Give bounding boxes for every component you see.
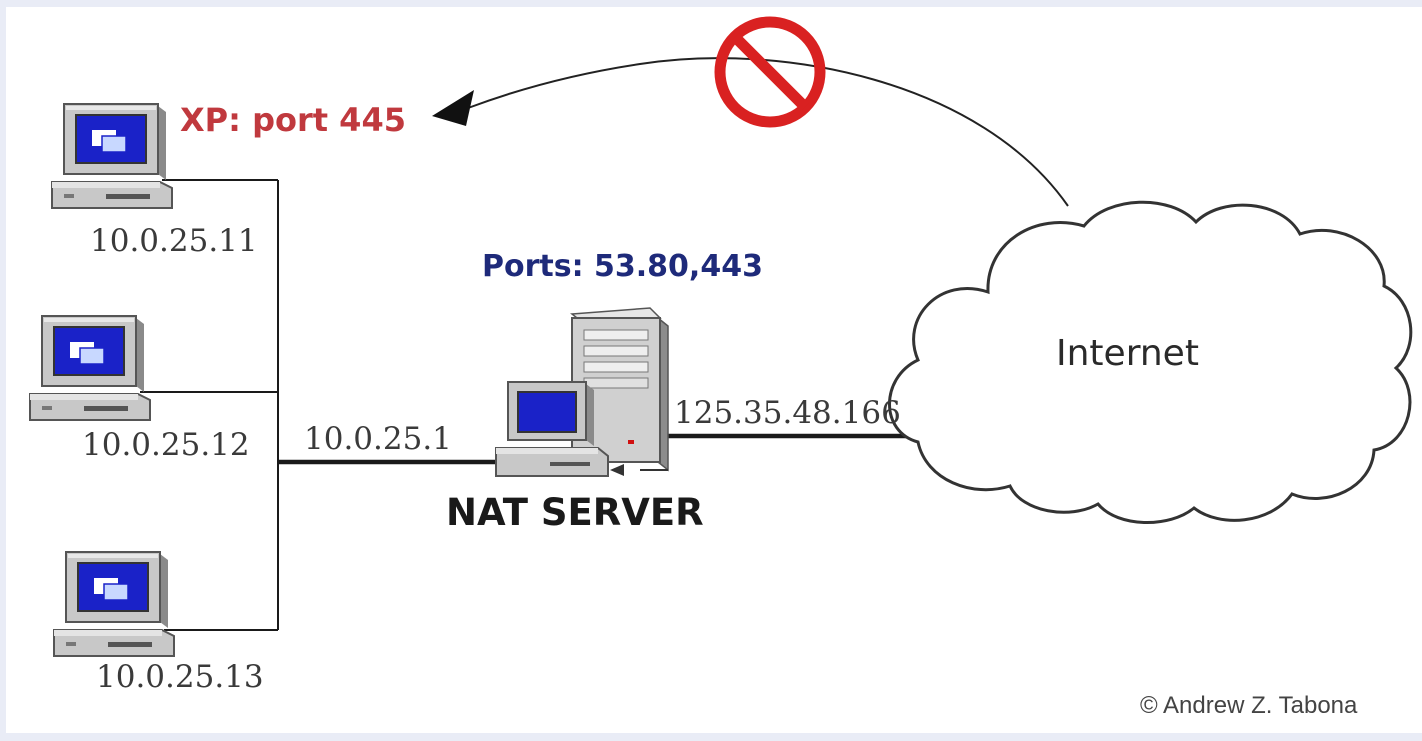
blocked-connection-arrow <box>467 57 1069 207</box>
frame-bottom-border <box>0 733 1422 741</box>
blocked-port-label: XP: port 445 <box>180 101 406 139</box>
cloud-label: Internet <box>1056 333 1199 374</box>
workstation-icon-3 <box>53 551 175 657</box>
client-ip-3: 10.0.25.13 <box>96 659 264 695</box>
frame-left-border <box>0 0 6 741</box>
copyright-notice: © Andrew Z. Tabona <box>1140 692 1358 719</box>
prohibited-icon <box>714 16 826 128</box>
allowed-ports-label: Ports: 53.80,443 <box>482 249 763 284</box>
server-external-ip: 125.35.48.166 <box>674 395 901 431</box>
server-icon <box>495 307 669 477</box>
frame-top-border <box>0 0 1422 7</box>
server-internal-ip: 10.0.25.1 <box>304 421 452 457</box>
server-label: NAT SERVER <box>446 491 704 534</box>
arrowhead-icon <box>432 90 474 126</box>
client-ip-2: 10.0.25.12 <box>82 427 250 463</box>
cloud-icon <box>888 200 1413 524</box>
workstation-icon-1 <box>51 103 173 209</box>
workstation-icon-2 <box>29 315 151 421</box>
network-lines <box>140 179 918 631</box>
client-ip-1: 10.0.25.11 <box>90 223 258 259</box>
